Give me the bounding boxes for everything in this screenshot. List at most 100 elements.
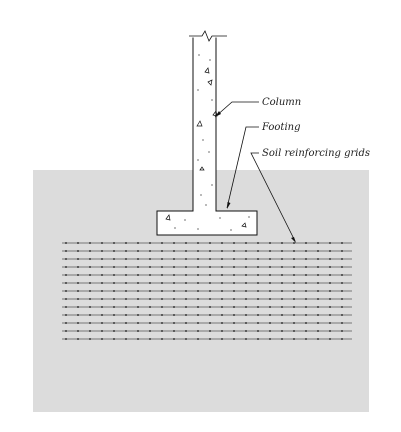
grid-node: [125, 298, 127, 300]
column-body: [192, 35, 217, 215]
grid-node: [173, 250, 175, 252]
grid-node: [305, 282, 307, 284]
column-leader: [214, 101, 259, 118]
grid-node: [77, 290, 79, 292]
grid-node: [185, 242, 187, 244]
grid-node: [113, 258, 115, 260]
grid-node: [113, 250, 115, 252]
grid-node: [101, 330, 103, 332]
grid-node: [137, 282, 139, 284]
grid-node: [281, 314, 283, 316]
grid-node: [317, 322, 319, 324]
grid-node: [245, 314, 247, 316]
grid-node: [281, 266, 283, 268]
grid-node: [341, 314, 343, 316]
grid-node: [269, 322, 271, 324]
grid-node: [329, 282, 331, 284]
grid-node: [89, 314, 91, 316]
grid-node: [125, 314, 127, 316]
grid-node: [305, 330, 307, 332]
grid-node: [257, 290, 259, 292]
column-callout: Column: [214, 97, 301, 118]
grid-node: [269, 306, 271, 308]
grids-leader: [250, 152, 296, 242]
grid-node: [101, 266, 103, 268]
grid-node: [125, 338, 127, 340]
grid-node: [65, 266, 67, 268]
grid-node: [209, 242, 211, 244]
grid-node: [65, 330, 67, 332]
grid-node: [257, 250, 259, 252]
grid-node: [101, 242, 103, 244]
grid-node: [185, 338, 187, 340]
grid-node: [77, 266, 79, 268]
grid-node: [221, 338, 223, 340]
grid-node: [257, 282, 259, 284]
grid-node: [233, 266, 235, 268]
grid-node: [341, 306, 343, 308]
grid-node: [173, 258, 175, 260]
footing-body: [156, 210, 258, 236]
grid-node: [197, 338, 199, 340]
grid-node: [305, 266, 307, 268]
grid-node: [269, 274, 271, 276]
grid-node: [329, 242, 331, 244]
grid-node: [329, 298, 331, 300]
column: [189, 30, 227, 215]
grid-node: [341, 266, 343, 268]
grid-node: [173, 314, 175, 316]
grid-node: [125, 322, 127, 324]
grid-node: [185, 314, 187, 316]
grid-node: [317, 282, 319, 284]
grid-node: [89, 322, 91, 324]
grid-node: [293, 274, 295, 276]
grid-node: [101, 338, 103, 340]
grid-node: [341, 282, 343, 284]
grid-node: [281, 282, 283, 284]
grid-node: [137, 242, 139, 244]
grid-node: [149, 290, 151, 292]
grid-node: [341, 258, 343, 260]
grid-node: [149, 250, 151, 252]
grid-node: [173, 298, 175, 300]
grid-node: [329, 290, 331, 292]
grid-node: [173, 274, 175, 276]
grid-node: [65, 290, 67, 292]
grid-node: [197, 266, 199, 268]
grid-node: [221, 266, 223, 268]
grid-node: [317, 274, 319, 276]
grid-node: [221, 258, 223, 260]
grid-node: [317, 290, 319, 292]
grid-node: [341, 298, 343, 300]
grid-node: [101, 250, 103, 252]
grid-node: [305, 306, 307, 308]
grid-node: [221, 250, 223, 252]
grid-node: [65, 242, 67, 244]
grid-node: [101, 314, 103, 316]
grid-node: [293, 242, 295, 244]
grid-node: [305, 250, 307, 252]
grid-node: [233, 274, 235, 276]
grid-node: [185, 330, 187, 332]
grid-node: [329, 250, 331, 252]
grid-node: [269, 282, 271, 284]
grid-node: [209, 306, 211, 308]
grid-node: [185, 258, 187, 260]
grid-node: [197, 290, 199, 292]
grid-node: [305, 322, 307, 324]
grid-node: [149, 306, 151, 308]
grid-node: [245, 306, 247, 308]
grid-node: [329, 330, 331, 332]
grid-node: [137, 306, 139, 308]
grid-node: [137, 250, 139, 252]
grid-node: [209, 250, 211, 252]
grid-node: [281, 330, 283, 332]
grid-node: [269, 314, 271, 316]
grid-node: [233, 258, 235, 260]
grid-node: [161, 274, 163, 276]
grid-node: [317, 250, 319, 252]
grid-node: [113, 314, 115, 316]
grid-node: [257, 330, 259, 332]
grid-node: [137, 266, 139, 268]
grid-node: [65, 322, 67, 324]
